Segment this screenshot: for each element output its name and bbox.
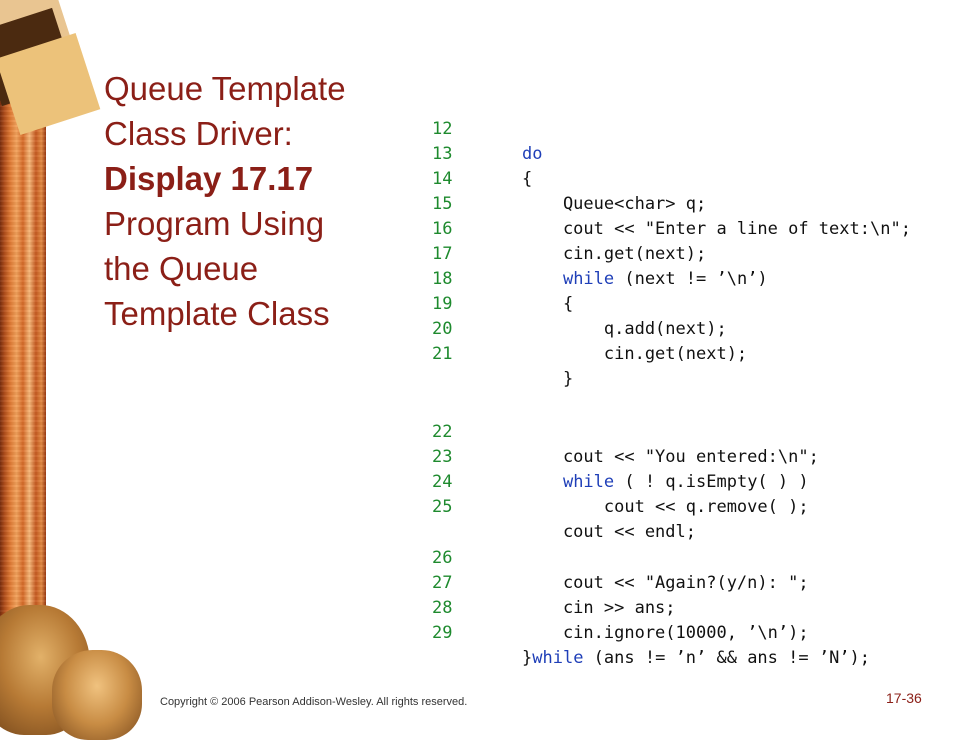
title-line: Template Class bbox=[104, 295, 330, 332]
code-text: q.add(next); bbox=[522, 319, 727, 339]
line-number: 28 bbox=[432, 598, 453, 618]
code-line: 23 while ( ! q.isEmpty( ) ) bbox=[432, 420, 932, 492]
line-number: 24 bbox=[432, 472, 453, 492]
code-line: 22 cout << "You entered:\n"; bbox=[432, 395, 932, 467]
line-number: 23 bbox=[432, 447, 453, 467]
code-line: 12 do bbox=[432, 92, 932, 164]
line-number: 26 bbox=[432, 548, 453, 568]
title-line: Queue Template bbox=[104, 70, 346, 107]
code-line: 21 } bbox=[432, 317, 932, 389]
code-line: 24 cout << q.remove( ); bbox=[432, 445, 932, 517]
code-line: 28 cin.ignore(10000, ’\n’); bbox=[432, 571, 932, 643]
line-number: 20 bbox=[432, 319, 453, 339]
line-number: 15 bbox=[432, 194, 453, 214]
code-text: while (next != ’\n’) bbox=[562, 269, 768, 289]
line-number: 14 bbox=[432, 169, 453, 189]
line-number: 19 bbox=[432, 294, 453, 314]
copyright-text: Copyright © 2006 Pearson Addison-Wesley.… bbox=[160, 696, 468, 708]
code-text: } bbox=[522, 369, 574, 389]
code-line: 14 Queue<char> q; bbox=[432, 142, 932, 214]
code-text: { bbox=[522, 294, 574, 314]
code-text: cout << "You entered:\n"; bbox=[522, 447, 819, 467]
code-line: 17 while (next != ’\n’) bbox=[432, 217, 932, 289]
code-text: do bbox=[522, 144, 543, 164]
code-text: cout << endl; bbox=[522, 522, 696, 542]
line-number: 17 bbox=[432, 244, 453, 264]
code-text: Queue<char> q; bbox=[522, 194, 707, 214]
title-line: the Queue bbox=[104, 250, 259, 287]
title-line: Program Using bbox=[104, 205, 325, 242]
code-text: cin >> ans; bbox=[522, 598, 676, 618]
line-number: 29 bbox=[432, 623, 453, 643]
code-text: cout << "Again?(y/n): "; bbox=[522, 573, 809, 593]
code-line: 29 }while (ans != ’n’ && ans != ’N’); bbox=[432, 596, 932, 668]
code-text: while ( ! q.isEmpty( ) ) bbox=[562, 472, 809, 492]
code-text: cin.get(next); bbox=[522, 344, 748, 364]
line-number: 22 bbox=[432, 422, 453, 442]
slide-number: 17-36 bbox=[886, 690, 922, 706]
code-line: 13 { bbox=[432, 117, 932, 189]
line-number: 13 bbox=[432, 144, 453, 164]
code-line: 27 cin >> ans; bbox=[432, 546, 932, 618]
code-line: 18 { bbox=[432, 242, 932, 314]
line-number: 12 bbox=[432, 119, 453, 139]
code-text: { bbox=[522, 169, 533, 189]
code-line: 15 cout << "Enter a line of text:\n"; bbox=[432, 167, 932, 239]
code-text: }while (ans != ’n’ && ans != ’N’); bbox=[522, 648, 871, 668]
code-line: 16 cin.get(next); bbox=[432, 192, 932, 264]
line-number: 18 bbox=[432, 269, 453, 289]
line-number: 16 bbox=[432, 219, 453, 239]
title-line: Class Driver: bbox=[104, 115, 293, 152]
code-line: 19 q.add(next); bbox=[432, 267, 932, 339]
line-number: 25 bbox=[432, 497, 453, 517]
code-line: 25 cout << endl; bbox=[432, 470, 932, 542]
code-line: 26 cout << "Again?(y/n): "; bbox=[432, 521, 932, 593]
slide-title: Queue Template Class Driver: Display 17.… bbox=[104, 66, 404, 336]
code-text: cin.get(next); bbox=[522, 244, 707, 264]
line-number: 21 bbox=[432, 344, 453, 364]
code-text: cout << q.remove( ); bbox=[522, 497, 809, 517]
title-line-display: Display 17.17 bbox=[104, 160, 314, 197]
code-text: cout << "Enter a line of text:\n"; bbox=[522, 219, 911, 239]
code-line: 20 cin.get(next); bbox=[432, 292, 932, 364]
line-number: 27 bbox=[432, 573, 453, 593]
code-text: cin.ignore(10000, ’\n’); bbox=[522, 623, 809, 643]
lioness-image bbox=[52, 650, 142, 740]
